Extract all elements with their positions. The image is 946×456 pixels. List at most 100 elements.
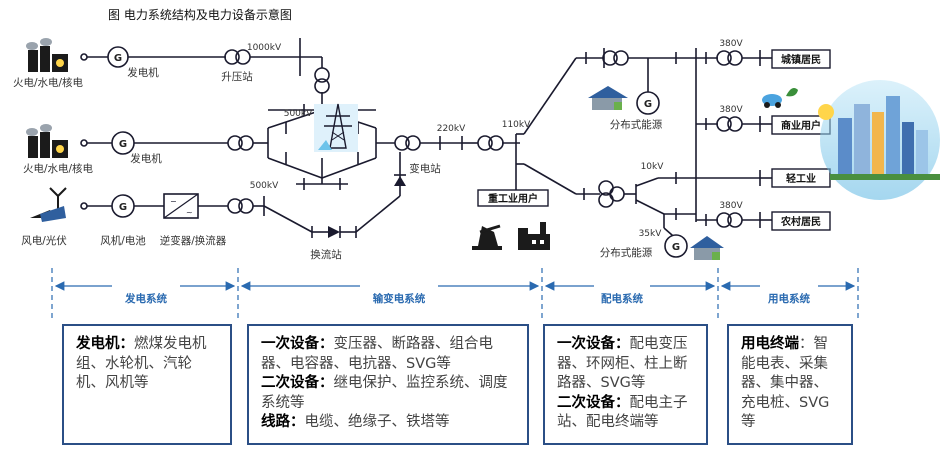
generator-1-symbol xyxy=(107,46,129,68)
thermal-plant-icon xyxy=(26,38,68,72)
transformer-icon xyxy=(716,116,743,132)
urban-residents-label: 城镇居民 xyxy=(781,53,821,66)
generator-3-symbol xyxy=(111,194,135,218)
transmission-line-head: 线路 xyxy=(261,414,290,430)
section-distribution: 配电系统 xyxy=(601,292,643,305)
oil-pump-icon xyxy=(472,224,502,250)
card-separator: ： xyxy=(119,336,135,352)
urban-residents-box: 城镇居民 xyxy=(771,49,831,69)
svg-text:−: − xyxy=(170,197,177,206)
source-label-thermal-2: 火电/水电/核电 xyxy=(23,162,94,175)
card-separator: ： xyxy=(615,394,630,411)
generator-1-label: 发电机 xyxy=(127,66,159,79)
commercial-users-label: 商业用户 xyxy=(781,119,821,132)
wind-battery-label: 风机/电池 xyxy=(100,234,146,247)
node-dot xyxy=(80,202,88,210)
distributed-energy-1-label: 分布式能源 xyxy=(610,118,663,131)
three-winding-transformer-icon xyxy=(598,180,625,208)
distributed-energy-house-icon xyxy=(690,236,724,260)
generator-symbol: G xyxy=(119,139,127,150)
city-skyline-icon xyxy=(762,80,940,200)
consumption-card-head: 用电终端 xyxy=(741,336,799,352)
wind-solar-icon xyxy=(30,187,67,222)
card-separator: ： xyxy=(290,414,305,430)
section-generation: 发电系统 xyxy=(124,292,167,305)
section-consumption: 用电系统 xyxy=(767,292,810,305)
node-dot xyxy=(80,53,88,61)
transmission-secondary-body: 继电保护、监控系统、调度系统等 xyxy=(261,375,508,411)
substation-label: 变电站 xyxy=(409,162,441,175)
rural-residents-label: 农村居民 xyxy=(780,215,821,228)
distribution-secondary-head: 二次设备 xyxy=(557,394,615,411)
voltage-10kv: 10kV xyxy=(641,162,665,172)
transformer-icon xyxy=(314,67,330,94)
transformer-icon xyxy=(716,212,743,228)
transmission-line-body: 电缆、绝缘子、铁塔等 xyxy=(304,414,450,430)
node-dot xyxy=(80,139,88,147)
factory-icon xyxy=(518,222,550,250)
generator-symbol: G xyxy=(114,53,122,64)
card-separator: ： xyxy=(319,375,334,391)
distribution-primary-head: 一次设备 xyxy=(557,336,615,352)
distributed-energy-house-icon xyxy=(588,86,628,110)
light-industry-box: 轻工业 xyxy=(771,168,831,188)
converter-diode-icon xyxy=(394,174,406,186)
transmission-primary-body: 变压器、断路器、组合电器、电容器、电抗器、SVG等 xyxy=(261,336,493,372)
inverter-icon: − ~ xyxy=(163,193,199,219)
transformer-icon xyxy=(477,135,504,151)
step-up-station-label: 升压站 xyxy=(221,70,253,83)
distributed-generator-2-symbol xyxy=(664,234,688,258)
voltage-380v-b: 380V xyxy=(719,105,743,115)
heavy-industry-label: 重工业用户 xyxy=(488,192,538,205)
voltage-220kv: 220kV xyxy=(437,124,466,134)
voltage-380v-a: 380V xyxy=(719,39,743,49)
svg-text:~: ~ xyxy=(186,208,193,217)
generator-symbol: G xyxy=(644,99,652,110)
distributed-generator-1-symbol xyxy=(636,91,660,115)
source-label-thermal-1: 火电/水电/核电 xyxy=(13,76,84,89)
transmission-card: 一次设备：变压器、断路器、组合电器、电容器、电抗器、SVG等 二次设备：继电保护… xyxy=(247,324,529,445)
generator-symbol: G xyxy=(672,242,680,253)
card-separator: ： xyxy=(319,336,334,352)
converter-station-label: 换流站 xyxy=(310,248,342,261)
converter-diode-icon xyxy=(328,226,341,238)
voltage-35kv: 35kV xyxy=(639,229,663,239)
heavy-industry-user-box: 重工业用户 xyxy=(477,189,549,207)
distribution-secondary-body: 配电主子站、配电终端等 xyxy=(557,394,688,431)
rural-residents-box: 农村居民 xyxy=(771,211,831,231)
transmission-tower-icon xyxy=(314,103,358,152)
voltage-110kv: 110kV xyxy=(502,120,531,130)
transformer-icon xyxy=(716,50,743,66)
generation-card-head: 发电机 xyxy=(76,336,120,352)
generation-card-body: 燃煤发电机组、水轮机、汽轮机、风机等 xyxy=(76,336,207,391)
transmission-primary-head: 一次设备 xyxy=(261,336,319,352)
card-separator: ： xyxy=(799,336,814,352)
generation-card: 发电机：燃煤发电机组、水轮机、汽轮机、风机等 xyxy=(62,324,232,445)
generator-2-symbol xyxy=(111,131,135,155)
commercial-users-box: 商业用户 xyxy=(771,115,831,135)
voltage-500kv-a: 500kV xyxy=(284,109,313,119)
voltage-500kv-b: 500kV xyxy=(250,181,279,191)
light-industry-label: 轻工业 xyxy=(786,172,816,185)
consumption-card-body: 智能电表、采集器、集中器、充电桩、SVG等 xyxy=(741,336,830,430)
thermal-plant-icon xyxy=(26,124,68,158)
voltage-1000kv: 1000kV xyxy=(247,43,282,53)
transformer-icon xyxy=(227,198,254,214)
source-label-renewable: 风电/光伏 xyxy=(21,234,67,247)
voltage-380v-c: 380V xyxy=(719,201,743,211)
generator-2-label: 发电机 xyxy=(130,152,162,165)
consumption-card: 用电终端：智能电表、采集器、集中器、充电桩、SVG等 xyxy=(727,324,853,445)
transformer-icon xyxy=(394,135,421,151)
distribution-card: 一次设备：配电变压器、环网柜、柱上断路器、SVG等 二次设备：配电主子站、配电终… xyxy=(543,324,708,445)
section-transmission: 输变电系统 xyxy=(373,292,426,305)
transmission-secondary-head: 二次设备 xyxy=(261,375,319,391)
generator-symbol: G xyxy=(119,202,127,213)
inverter-label: 逆变器/换流器 xyxy=(160,234,227,247)
page-title: 图 电力系统结构及电力设备示意图 xyxy=(108,8,292,22)
distribution-primary-body: 配电变压器、环网柜、柱上断路器、SVG等 xyxy=(557,336,688,391)
transformer-icon xyxy=(227,135,254,151)
distributed-energy-2-label: 分布式能源 xyxy=(600,246,653,259)
card-separator: ： xyxy=(615,336,630,352)
transformer-icon xyxy=(602,50,629,66)
power-system-diagram: G G G G G − ~ xyxy=(13,38,940,318)
